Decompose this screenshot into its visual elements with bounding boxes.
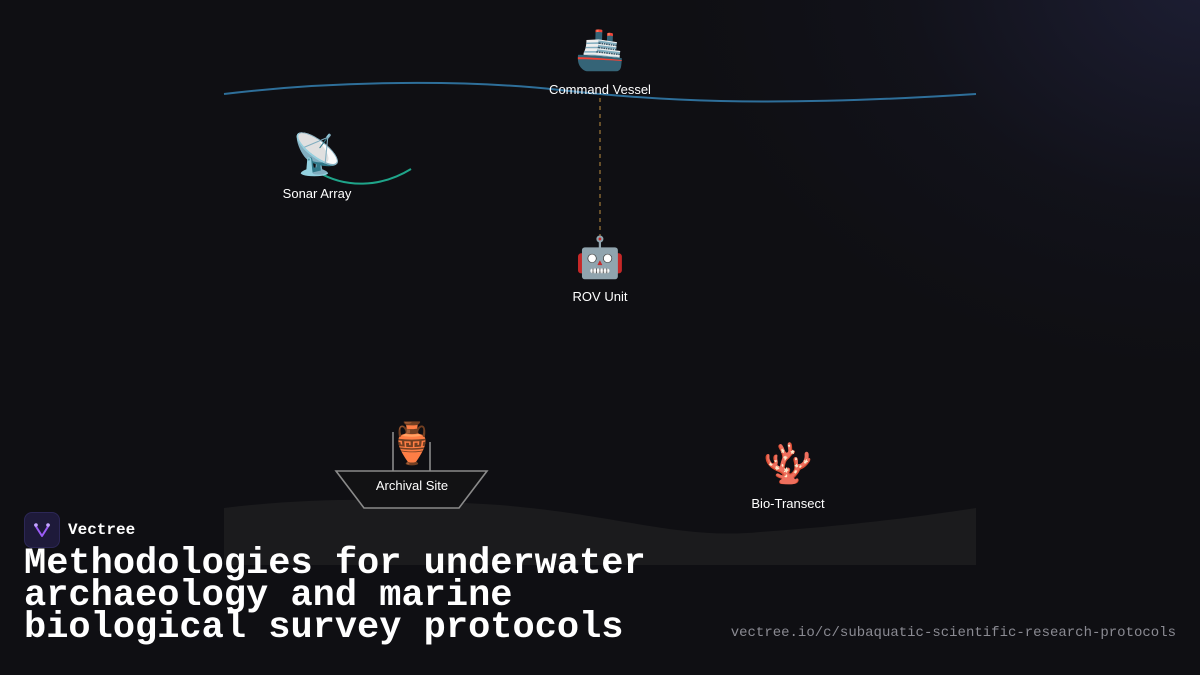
amphora-icon: 🏺 <box>387 421 437 467</box>
satellite-dish-icon: 📡 <box>292 132 342 178</box>
vectree-logo-icon <box>24 512 60 548</box>
brand: Vectree <box>24 512 135 548</box>
robot-icon: 🤖 <box>575 235 625 281</box>
archival-site-label: Archival Site <box>375 478 449 493</box>
water-surface-line <box>223 81 977 103</box>
page-title: Methodologies for underwater archaeology… <box>24 543 646 649</box>
sonar-signal-arc <box>317 168 412 185</box>
bio-transect-label: Bio-Transect <box>751 496 825 511</box>
sonar-array-label: Sonar Array <box>282 186 352 201</box>
command-vessel-label: Command Vessel <box>549 82 651 97</box>
rov-unit-label: ROV Unit <box>572 289 628 304</box>
ship-icon: 🚢 <box>575 27 625 73</box>
seabed <box>224 499 976 565</box>
archival-site-excavation-frame <box>334 432 489 509</box>
coral-icon: 🪸 <box>763 441 813 487</box>
brand-name: Vectree <box>68 521 136 539</box>
page-url: vectree.io/c/subaquatic-scientific-resea… <box>730 625 1176 641</box>
